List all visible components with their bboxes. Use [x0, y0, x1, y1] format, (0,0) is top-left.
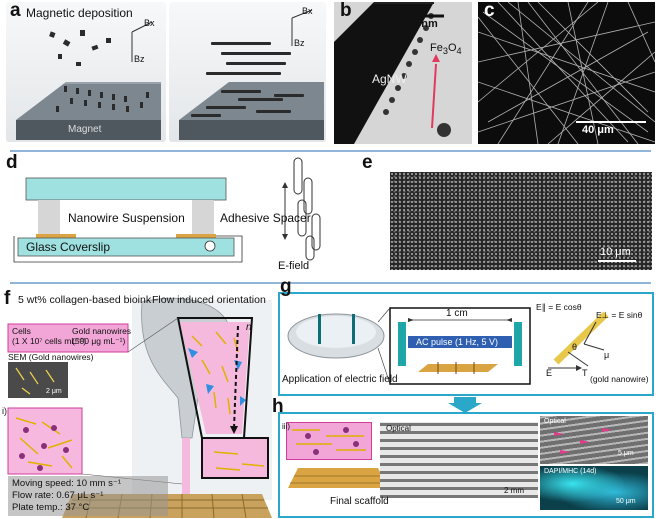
gold-nanowire-label: (gold nanowire): [590, 374, 649, 384]
spacer-label: Adhesive Spacer: [220, 211, 311, 225]
scale-5um: 5 μm: [618, 450, 634, 457]
panel-b: b 40 nm AgNW Fe3O4: [334, 0, 472, 144]
panel-f-label: f: [4, 288, 11, 309]
scale-2mm: 2 mm: [504, 486, 524, 495]
aligned-wires-image: [390, 172, 652, 270]
panel-c: c 40 μm: [478, 0, 655, 144]
nanowire-sem-image: [478, 2, 655, 144]
optical-zoom-label: Optical: [544, 418, 566, 425]
axis-bz: Bz: [134, 54, 145, 64]
print-params-box: [8, 476, 168, 516]
tem-image: [334, 2, 451, 144]
device-schematic: [13, 157, 321, 263]
panel-c-label: c: [484, 0, 495, 21]
normal-label: n: [246, 322, 252, 333]
aligned-cells-drawing: [292, 427, 366, 455]
speed-label: Moving speed: 10 mm s⁻¹: [12, 478, 122, 489]
gold-label: Gold nanowires(500 μg mL⁻¹): [72, 326, 132, 346]
sem-c-scale: 40 μm: [582, 124, 614, 136]
panel-h-frame: [278, 412, 654, 518]
e-parallel: E∥ = E cosθ: [536, 302, 582, 312]
e-scale: 10 μm: [600, 246, 631, 258]
panel-h: h iii) Optical Optical 2 mm 5 μm DAPI/MH…: [272, 396, 656, 518]
temp-label: Plate temp.: 37 °C: [12, 502, 90, 513]
panel-d-label: d: [6, 152, 18, 173]
panel-h-label: h: [272, 396, 284, 417]
scaffold-grid: [288, 468, 388, 488]
sub-iii-label: iii): [282, 422, 290, 431]
sem-title: SEM (Gold nanowires): [8, 352, 94, 362]
panel-a-illustration: [16, 9, 324, 140]
g-to-h-arrow: [448, 397, 482, 413]
panel-a-label: a: [10, 0, 21, 21]
sub-i-label: i): [2, 406, 7, 416]
panel-f: f 5 wt% collagen-based bioink Flow induc…: [2, 288, 272, 518]
fluorescence-image: [540, 466, 648, 510]
suspension-label: Nanowire Suspension: [68, 211, 185, 225]
panel-a-title: Magnetic deposition: [26, 6, 133, 20]
panel-g: g Application of electric field 1 cm AC …: [278, 276, 656, 396]
e-label: E: [546, 368, 553, 378]
bioink-label: 5 wt% collagen-based bioink: [18, 294, 152, 306]
optical-label: Optical: [386, 424, 411, 433]
orientation-label: Flow induced orientation: [152, 294, 266, 306]
scale-50um: 50 μm: [616, 498, 636, 505]
axis2-bz: Bz: [294, 38, 305, 48]
e-perp: E⊥ = E sinθ: [596, 310, 643, 320]
mu-label: μ: [604, 350, 610, 360]
panel-g-frame: [278, 292, 654, 396]
final-scaffold-label: Final scaffold: [330, 496, 389, 507]
e-scale-bar: [598, 260, 636, 262]
axis2-bx: Bx: [302, 6, 313, 16]
aligned-cells-box: [286, 422, 372, 460]
row-divider-2: [10, 282, 651, 284]
optical-scaffold-image: [380, 422, 538, 498]
fe3o4-label: Fe3O4: [430, 42, 462, 57]
g-pulse: AC pulse (1 Hz, 5 V): [416, 337, 499, 347]
panel-a: a Magnetic deposition Bx Bz Bx Bz Magnet: [6, 0, 326, 144]
panel-e: e 10 μm: [362, 152, 654, 274]
optical-zoom-markers: [554, 428, 612, 454]
panel-d: d Nanowire Suspension Adhesive Spacer Gl…: [6, 152, 336, 274]
sem-f-scale: 2 μm: [46, 388, 62, 395]
g-width: 1 cm: [446, 308, 468, 319]
efield-label: E-field: [278, 260, 310, 272]
theta-label: θ: [572, 342, 578, 352]
flow-label: Flow rate: 0.67 μL s⁻¹: [12, 490, 104, 501]
panel-b-label: b: [340, 0, 352, 21]
g-caption: Application of electric field: [282, 374, 398, 385]
panel-e-label: e: [362, 152, 373, 173]
axis-bx: Bx: [144, 18, 155, 28]
coverslip-label: Glass Coverslip: [26, 240, 111, 254]
panel-g-label: g: [280, 276, 292, 297]
optical-zoom-image: [540, 416, 648, 464]
row-divider-1: [10, 150, 651, 152]
electric-field-setup: [287, 307, 609, 385]
magnet-label: Magnet: [68, 124, 102, 135]
cells-label: Cells(1 X 10⁷ cells mL⁻¹): [12, 326, 87, 346]
t-label: T: [582, 368, 588, 378]
agnw-label: AgNW: [372, 72, 407, 86]
tem-scale: 40 nm: [406, 18, 438, 30]
dapi-label: DAPI/MHC (14d): [544, 468, 597, 475]
